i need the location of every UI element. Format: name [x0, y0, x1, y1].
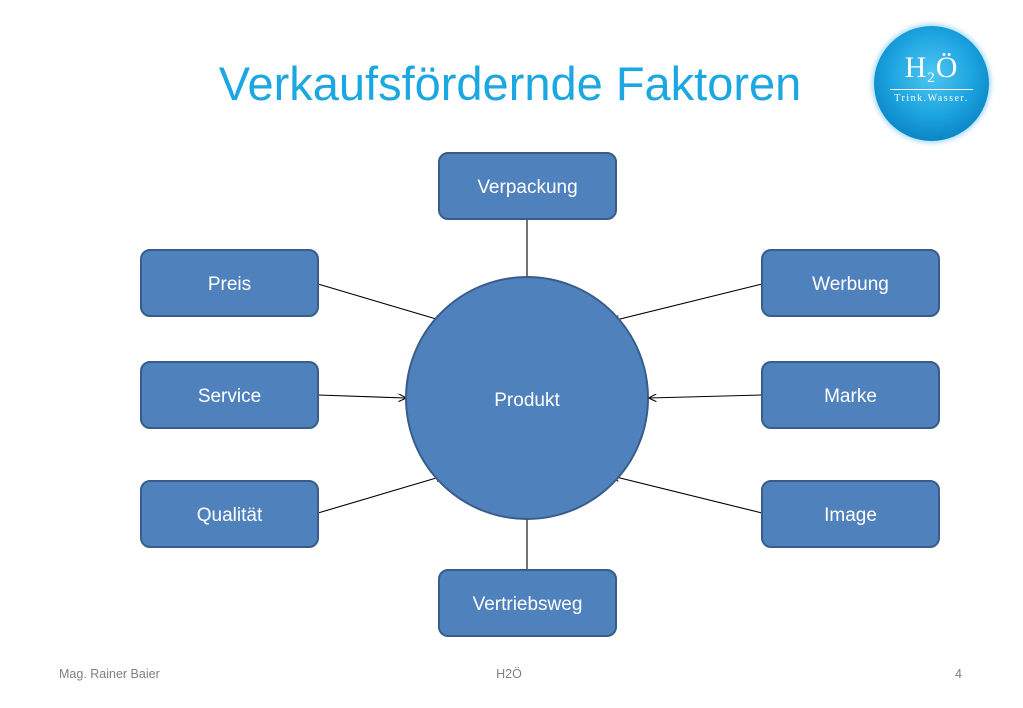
factor-node-marke: Marke	[761, 361, 940, 429]
factor-node-image: Image	[761, 480, 940, 548]
connector-image	[612, 476, 763, 514]
factor-label-vertriebsweg: Vertriebsweg	[473, 594, 583, 615]
factor-label-marke: Marke	[824, 386, 877, 407]
logo-mark-tail: Ö	[935, 51, 959, 84]
center-node-label: Produkt	[494, 390, 560, 411]
slide-title: Verkaufsfördernde Faktoren	[218, 57, 802, 110]
logo-subscript: 2	[927, 70, 936, 86]
factor-label-qualitaet: Qualität	[197, 505, 263, 526]
footer-author: Mag. Rainer Baier	[59, 667, 160, 681]
footer-page-number: 4	[955, 667, 962, 681]
connector-marke	[649, 395, 763, 398]
factor-node-werbung: Werbung	[761, 249, 940, 317]
factor-label-service: Service	[198, 386, 261, 407]
factor-label-verpackung: Verpackung	[477, 177, 577, 198]
footer-center-text: H2Ö	[496, 667, 522, 681]
factor-node-vertriebsweg: Vertriebsweg	[438, 569, 617, 637]
connector-qualitaet	[317, 476, 443, 514]
factor-label-preis: Preis	[208, 274, 251, 295]
factor-label-werbung: Werbung	[812, 274, 889, 295]
connector-werbung	[612, 283, 763, 321]
factor-node-qualitaet: Qualität	[140, 480, 319, 548]
logo-divider	[890, 89, 973, 90]
logo-mark: H2Ö	[904, 51, 959, 86]
factor-node-preis: Preis	[140, 249, 319, 317]
h2o-logo: H2Ö Trink.Wasser.	[874, 26, 989, 141]
center-node-produkt: Produkt	[405, 276, 649, 520]
connector-service	[317, 395, 406, 398]
connector-preis	[317, 283, 443, 321]
factor-label-image: Image	[824, 505, 877, 526]
factor-node-service: Service	[140, 361, 319, 429]
logo-tagline: Trink.Wasser.	[894, 93, 969, 104]
factor-node-verpackung: Verpackung	[438, 152, 617, 220]
